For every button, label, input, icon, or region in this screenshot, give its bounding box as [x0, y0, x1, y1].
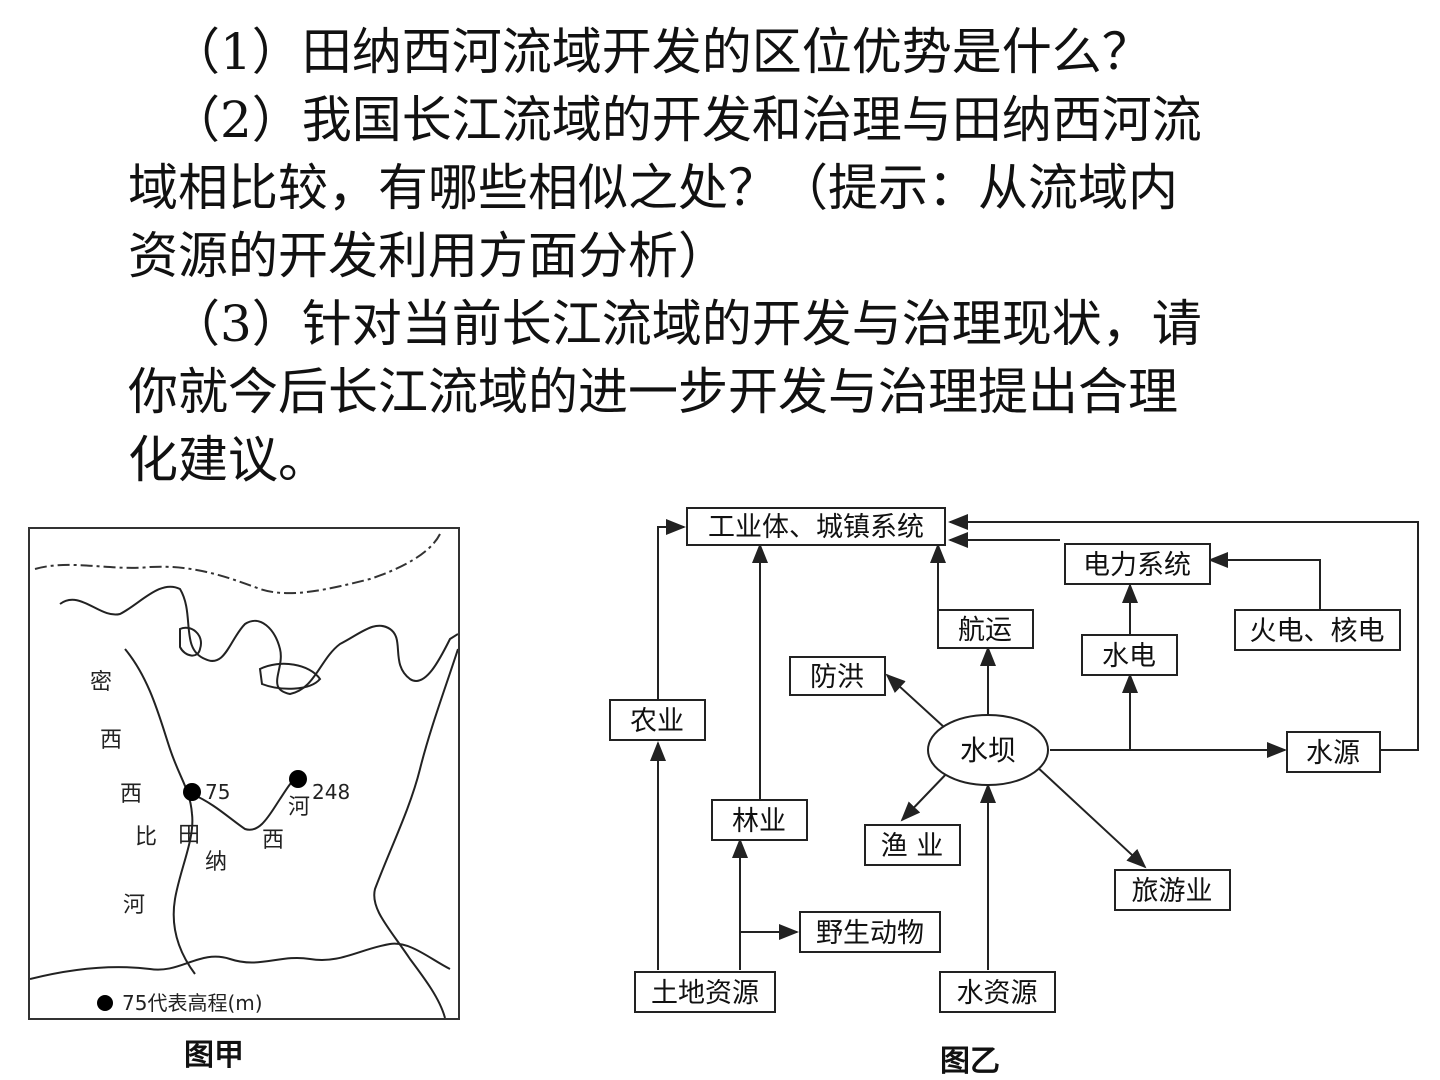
- river1-char-5: 河: [123, 893, 145, 918]
- question-3-line-3: 化建议。: [128, 431, 328, 489]
- node-dam-label: 水坝: [960, 734, 1016, 767]
- edge-dam-tourism: [1034, 764, 1147, 869]
- node-wildlife: 野生动物: [799, 911, 941, 953]
- question-3-line-2: 你就今后长江流域的进一步开发与治理提出合理: [128, 363, 1178, 421]
- node-wildlife-label: 野生动物: [816, 918, 924, 949]
- river2-char-4: 河: [288, 795, 310, 820]
- river2-char-1: 田: [178, 823, 200, 848]
- east-coast: [373, 648, 459, 1019]
- river1-char-1: 密: [90, 670, 112, 695]
- node-agri: 农业: [609, 699, 706, 741]
- node-fishery-label: 渔 业: [881, 831, 944, 862]
- elevation-label-75: 75: [205, 780, 230, 804]
- flow-caption: 图乙: [940, 1044, 1000, 1079]
- edge-dam-flood: [885, 673, 946, 729]
- node-shipping: 航运: [937, 609, 1034, 649]
- edge-source-industry: [948, 514, 1419, 751]
- gulf-coast: [29, 942, 451, 980]
- node-hydro: 水电: [1081, 634, 1178, 676]
- edge-thermal-power: [1208, 552, 1321, 610]
- legend-dot: [97, 995, 113, 1011]
- flow-diagram: 工业体、城镇系统 电力系统 航运 火电、核电 防洪 水电 农业 水坝: [590, 500, 1440, 1030]
- elevation-dot-75: [183, 783, 201, 801]
- question-3-line-1: （3）针对当前长江流域的开发与治理现状，请: [170, 295, 1202, 353]
- node-water-source: 水源: [1286, 731, 1381, 773]
- river1-char-4: 比: [135, 825, 157, 850]
- node-water-res: 水资源: [939, 971, 1056, 1013]
- node-land: 土地资源: [634, 971, 776, 1013]
- river2-char-2: 纳: [205, 850, 227, 875]
- node-water-source-label: 水源: [1306, 738, 1360, 769]
- node-power-label: 电力系统: [1083, 550, 1191, 581]
- node-land-label: 土地资源: [651, 978, 759, 1009]
- edge-agri-industry: [657, 519, 686, 700]
- node-fishery: 渔 业: [864, 824, 961, 866]
- node-tourism-label: 旅游业: [1132, 876, 1213, 907]
- node-flood: 防洪: [789, 656, 886, 696]
- legend-text: 75代表高程(m): [122, 991, 263, 1015]
- flow-svg: 工业体、城镇系统 电力系统 航运 火电、核电 防洪 水电 农业 水坝: [609, 507, 1419, 1013]
- border-line: [34, 533, 441, 595]
- river2-char-3: 西: [262, 828, 284, 853]
- map-caption: 图甲: [184, 1038, 244, 1073]
- question-1-text: （1）田纳西河流域开发的区位优势是什么？: [170, 23, 1152, 81]
- node-shipping-label: 航运: [958, 615, 1012, 646]
- elevation-dot-248: [289, 770, 307, 788]
- tennessee-map: 75 248 密 西 西 比 河 田 纳 西 河 75代表高程(m): [28, 527, 460, 1020]
- mississippi-river: [124, 648, 196, 975]
- node-power: 电力系统: [1064, 543, 1211, 585]
- node-dam: 水坝: [927, 714, 1049, 786]
- question-2-line-3: 资源的开发利用方面分析）: [128, 227, 728, 285]
- edge-dam-fishery: [900, 769, 951, 822]
- coastline: [59, 585, 459, 696]
- great-lakes: [179, 626, 322, 690]
- river1-char-2: 西: [100, 728, 122, 753]
- question-1: （1）田纳西河流域开发的区位优势是什么？ （2）我国长江流域的开发和治理与田纳西…: [128, 18, 1318, 494]
- node-hydro-label: 水电: [1102, 641, 1156, 672]
- elevation-label-248: 248: [312, 780, 350, 804]
- question-2-line-2: 域相比较，有哪些相似之处？（提示：从流域内: [128, 159, 1178, 217]
- node-thermal-label: 火电、核电: [1250, 616, 1385, 647]
- node-forestry-label: 林业: [732, 806, 786, 837]
- tennessee-river: [191, 778, 299, 831]
- node-forestry: 林业: [711, 799, 808, 841]
- node-agri-label: 农业: [630, 706, 684, 737]
- question-2-line-1: （2）我国长江流域的开发和治理与田纳西河流: [170, 91, 1202, 149]
- node-industry-label: 工业体、城镇系统: [708, 512, 924, 543]
- node-industry: 工业体、城镇系统: [686, 507, 946, 546]
- river1-char-3: 西: [120, 782, 142, 807]
- node-tourism: 旅游业: [1114, 869, 1231, 911]
- node-water-res-label: 水资源: [957, 978, 1038, 1009]
- map-svg: 75 248 密 西 西 比 河 田 纳 西 河 75代表高程(m): [29, 533, 459, 1019]
- node-flood-label: 防洪: [810, 662, 864, 693]
- node-thermal: 火电、核电: [1234, 609, 1401, 651]
